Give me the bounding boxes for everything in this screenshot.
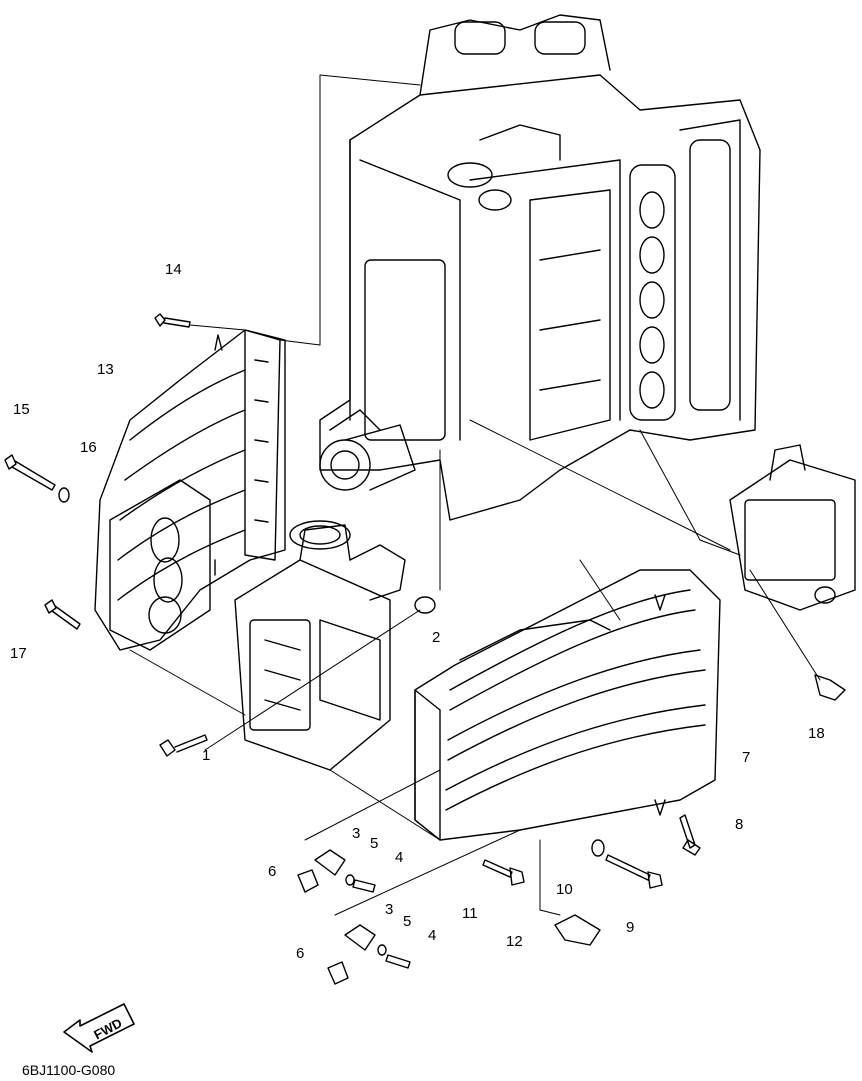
screw-4-icon	[352, 879, 376, 893]
bolt-17-icon	[44, 599, 81, 630]
throttle-plenum	[234, 520, 436, 771]
bolt-18-icon	[814, 674, 846, 701]
callout-10: 10	[556, 881, 573, 898]
nut-6b-icon	[327, 961, 349, 985]
washer-5-icon	[345, 874, 355, 886]
callout-3b: 3	[385, 901, 394, 918]
callout-8: 8	[735, 816, 744, 833]
bolt-1-icon	[159, 734, 208, 757]
nut-6-icon	[297, 869, 319, 893]
control-unit	[729, 444, 856, 611]
callout-2: 2	[432, 629, 441, 646]
callout-6b: 6	[296, 945, 305, 962]
callout-17: 17	[10, 645, 27, 662]
callout-4: 4	[395, 849, 404, 866]
callout-11: 11	[462, 905, 478, 922]
washer-5b-icon	[377, 944, 387, 956]
engine-block	[319, 14, 761, 521]
washer-10-icon	[591, 839, 605, 857]
callout-16: 16	[80, 439, 97, 456]
bolt-8-icon	[679, 814, 701, 856]
callout-5: 5	[370, 835, 379, 852]
callout-15: 15	[13, 401, 30, 418]
bolt-15-icon	[4, 454, 56, 491]
fwd-arrow-icon: FWD	[63, 1003, 135, 1053]
screw-4b-icon	[385, 954, 411, 969]
clamp-3b-icon	[344, 924, 376, 951]
callout-1: 1	[202, 747, 211, 764]
callout-3: 3	[352, 825, 361, 842]
leader-lines	[129, 74, 821, 916]
callout-13: 13	[97, 361, 114, 378]
bolt-9-icon	[605, 854, 663, 889]
fasteners	[4, 313, 846, 985]
left-intake-manifold	[94, 329, 286, 651]
callout-12: 12	[506, 933, 523, 950]
callout-9: 9	[626, 919, 635, 936]
callout-7: 7	[742, 749, 751, 766]
callout-5b: 5	[403, 913, 412, 930]
bolt-11-icon	[482, 859, 525, 886]
sensor-12-icon	[554, 914, 601, 946]
washer-16-icon	[58, 487, 70, 503]
callout-14: 14	[165, 261, 182, 278]
part-code: 6BJ1100-G080	[22, 1062, 116, 1078]
callout-18: 18	[808, 725, 825, 742]
right-intake-manifold	[414, 569, 721, 841]
callout-6: 6	[268, 863, 277, 880]
callout-4b: 4	[428, 927, 437, 944]
bolt-14-icon	[154, 313, 191, 328]
clamp-3-icon	[314, 849, 346, 876]
